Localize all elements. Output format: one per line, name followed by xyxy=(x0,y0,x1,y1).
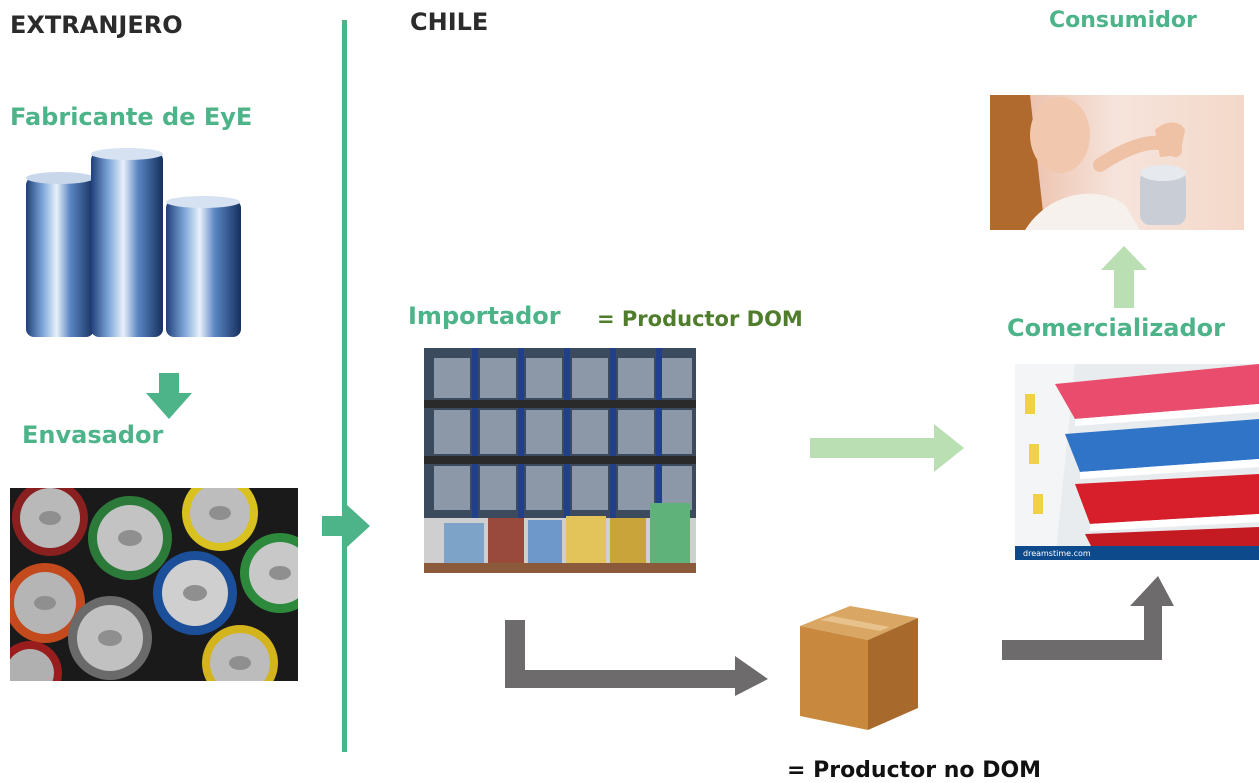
watermark-text: dreamstime.com xyxy=(1023,549,1091,558)
label-productor-no-dom: = Productor no DOM xyxy=(787,758,1042,783)
supermarket-photo: dreamstime.com xyxy=(1015,364,1259,560)
cardboard-box xyxy=(790,598,922,736)
arrow-right-up-icon xyxy=(1002,576,1174,660)
region-divider xyxy=(342,20,347,752)
region-chile: CHILE xyxy=(410,8,489,36)
arrow-down-right-icon xyxy=(505,620,768,696)
arrow-right-icon xyxy=(322,504,370,548)
label-comercializador: Comercializador xyxy=(1007,314,1225,342)
cans-photo xyxy=(16,142,251,347)
label-consumidor: Consumidor xyxy=(1049,8,1197,33)
warehouse-photo xyxy=(424,348,696,573)
consumer-photo xyxy=(990,95,1244,230)
label-envasador: Envasador xyxy=(22,421,164,449)
arrow-down-icon xyxy=(146,373,192,419)
region-extranjero: EXTRANJERO xyxy=(10,11,183,39)
arrow-up-icon xyxy=(1101,246,1147,308)
label-importador: Importador xyxy=(408,302,561,330)
open-cans-photo xyxy=(10,488,298,681)
label-productor-dom: = Productor DOM xyxy=(597,307,803,331)
arrow-right-icon xyxy=(810,424,964,472)
label-fabricante: Fabricante de EyE xyxy=(10,103,253,131)
